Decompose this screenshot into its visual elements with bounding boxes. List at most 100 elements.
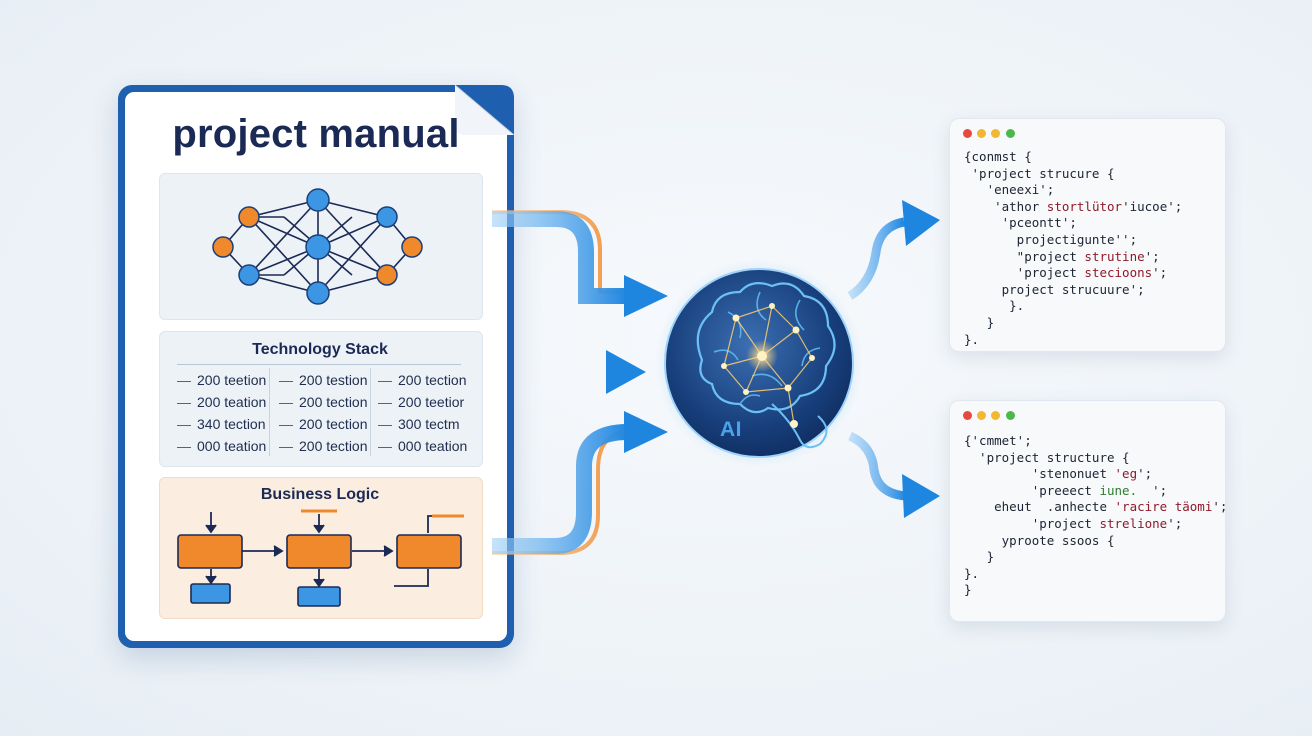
tech-stack-cell: —300 tectm (378, 413, 473, 435)
code-token: {'cmmet'; (964, 433, 1032, 448)
code-line: }. (964, 298, 1182, 315)
code-token: project strucuure'; (964, 281, 1145, 297)
code-line: 'project strelione'; (964, 516, 1227, 533)
flow-arrow-icon (847, 431, 940, 518)
code-token: } (964, 582, 972, 598)
code-token: 'eneexi'; (964, 182, 1055, 198)
tech-stack-value: 200 teation (197, 394, 267, 410)
code-line: 'project strucure { (964, 166, 1182, 183)
code-token: 'project structure { (964, 449, 1130, 465)
code-token: '; (1167, 515, 1183, 531)
code-token: strelione (1099, 515, 1168, 531)
code-block: {'cmmet'; 'project structure { 'stenonue… (964, 433, 1227, 599)
maximize-dot (1006, 129, 1015, 138)
tech-stack-cell: —200 tection (279, 391, 374, 413)
code-line: {conmst { (964, 149, 1182, 166)
code-line: project strucuure'; (964, 282, 1182, 299)
dash-icon: — (279, 416, 293, 432)
code-token: 'project (964, 265, 1085, 281)
code-line: yproote ssoos { (964, 533, 1227, 550)
neural-network-icon (212, 188, 423, 305)
code-token: {conmst { (964, 149, 1032, 164)
code-line: 'project structure { (964, 450, 1227, 467)
tech-stack-cell: —200 tection (279, 435, 374, 457)
tech-stack-value: 000 teation (197, 438, 267, 454)
tech-stack-column: —200 testion—200 tection—200 tection—200… (279, 369, 374, 457)
minimize-dot (991, 129, 1000, 138)
code-token: 'eg (1114, 466, 1138, 482)
dash-icon: — (177, 416, 191, 432)
code-token: '; (1144, 248, 1160, 264)
minimize-dot (977, 411, 986, 420)
code-line: 'preeect iune. '; (964, 483, 1227, 500)
code-token: } (964, 549, 995, 565)
tech-stack-value: 340 tection (197, 416, 266, 432)
tech-stack-value: 200 tection (299, 438, 368, 454)
brain-icon (655, 259, 863, 467)
dash-icon: — (177, 372, 191, 388)
dash-icon: — (177, 394, 191, 410)
code-token: 'pceontt'; (964, 215, 1077, 231)
technology-stack-divider (177, 364, 461, 365)
tech-stack-value: 200 tection (398, 372, 467, 388)
technology-stack-title: Technology Stack (252, 341, 388, 358)
code-line: 'project stecioons'; (964, 265, 1182, 282)
code-token: 'preeect (964, 482, 1100, 498)
code-output-window: {conmst { 'project strucure { 'eneexi'; … (949, 118, 1226, 352)
code-line: } (964, 549, 1227, 566)
code-token: 'project strucure { (964, 165, 1115, 181)
code-token: 'stenonuet (964, 466, 1115, 482)
code-line: } (964, 582, 1227, 599)
tech-stack-cell: — 200 teetior (378, 391, 473, 413)
dash-icon: — (279, 372, 293, 388)
code-token: yproote ssoos { (964, 532, 1115, 548)
tech-stack-column: — 200 teetion — 200 teation — 340 tection —000… (177, 369, 272, 457)
code-line: "project strutine'; (964, 249, 1182, 266)
flow-arrow-icon (492, 210, 668, 317)
maximize-dot (1006, 411, 1015, 420)
tech-stack-cell: —000 teation (378, 435, 473, 457)
code-token: "project (964, 248, 1085, 264)
code-token: stortlütor (1046, 198, 1123, 214)
document-fold-icon (455, 85, 514, 135)
dash-icon: — (378, 438, 392, 454)
code-token: '; (1137, 482, 1168, 498)
code-line: projectigunte''; (964, 232, 1182, 249)
technology-stack-panel (159, 331, 483, 467)
dash-icon: — (378, 394, 392, 410)
tech-stack-value: 200 teetion (197, 372, 267, 388)
code-token: 'iucoe'; (1122, 198, 1183, 214)
code-token: }. (964, 298, 1025, 314)
tech-stack-cell: —000 teation (177, 435, 272, 457)
code-line: 'athor stortlütor'iucoe'; (964, 199, 1182, 216)
code-line: {'cmmet'; (964, 433, 1227, 450)
column-divider (370, 368, 371, 456)
code-block: {conmst { 'project strucure { 'eneexi'; … (964, 149, 1182, 348)
flow-arrow-icon (847, 200, 940, 300)
tech-stack-value: 200 teetior (398, 394, 465, 410)
code-token: 'athor (964, 198, 1047, 214)
column-divider (269, 368, 270, 456)
close-dot (963, 129, 972, 138)
ai-label: AI (720, 418, 742, 441)
tech-stack-cell: — 200 teation (177, 391, 272, 413)
code-token: projectigunte''; (964, 231, 1138, 247)
tech-stack-value: 200 testion (299, 372, 368, 388)
tech-stack-cell: — 200 teetion (177, 369, 272, 391)
code-line: }. (964, 332, 1182, 349)
tech-stack-column: —200 tection—200 teetior—300 tectm—000 t… (378, 369, 473, 457)
business-logic-title: Business Logic (260, 486, 380, 503)
code-token: }. (964, 565, 980, 581)
code-line: 'eneexi'; (964, 182, 1182, 199)
code-token: } (964, 314, 995, 330)
tech-stack-cell: —200 tection (378, 369, 473, 391)
code-token: }. (964, 331, 980, 347)
code-line: } (964, 315, 1182, 332)
code-token: '; (1137, 466, 1153, 482)
code-token: 'racire täomi (1114, 499, 1213, 515)
flow-arrow-icon (492, 350, 646, 394)
tech-stack-value: 200 tection (299, 394, 368, 410)
tech-stack-cell: —200 tection (279, 413, 374, 435)
code-line: 'stenonuet 'eg'; (964, 466, 1227, 483)
